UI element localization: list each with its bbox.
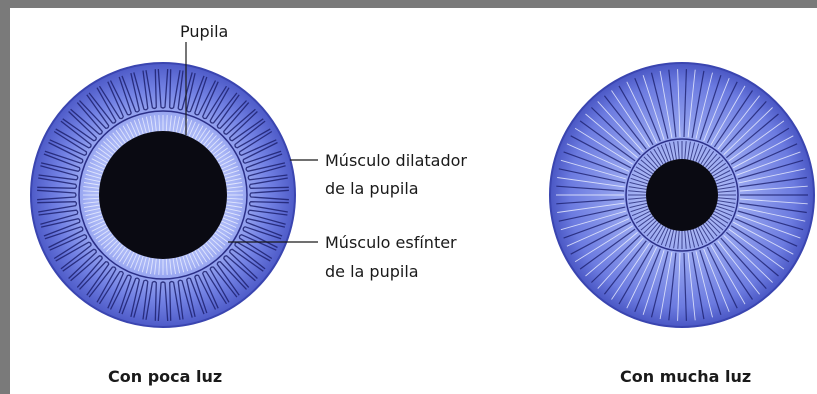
frame-corner <box>808 0 817 8</box>
label-dilator-line1: Músculo dilatador <box>325 151 467 170</box>
caption-low-light: Con poca luz <box>108 367 222 386</box>
caption-bright-light: Con mucha luz <box>620 367 751 386</box>
label-sphincter-line1: Músculo esfínter <box>325 233 457 252</box>
iris-bright-light <box>550 63 814 327</box>
iris-low-light <box>31 63 295 327</box>
label-sphincter-line2: de la pupila <box>325 262 419 281</box>
pupil-large <box>99 131 227 259</box>
label-dilator-line2: de la pupila <box>325 179 419 198</box>
frame-left <box>0 0 10 394</box>
label-pupil: Pupila <box>180 22 228 41</box>
frame-top <box>0 0 817 8</box>
pupil-small <box>646 159 718 231</box>
